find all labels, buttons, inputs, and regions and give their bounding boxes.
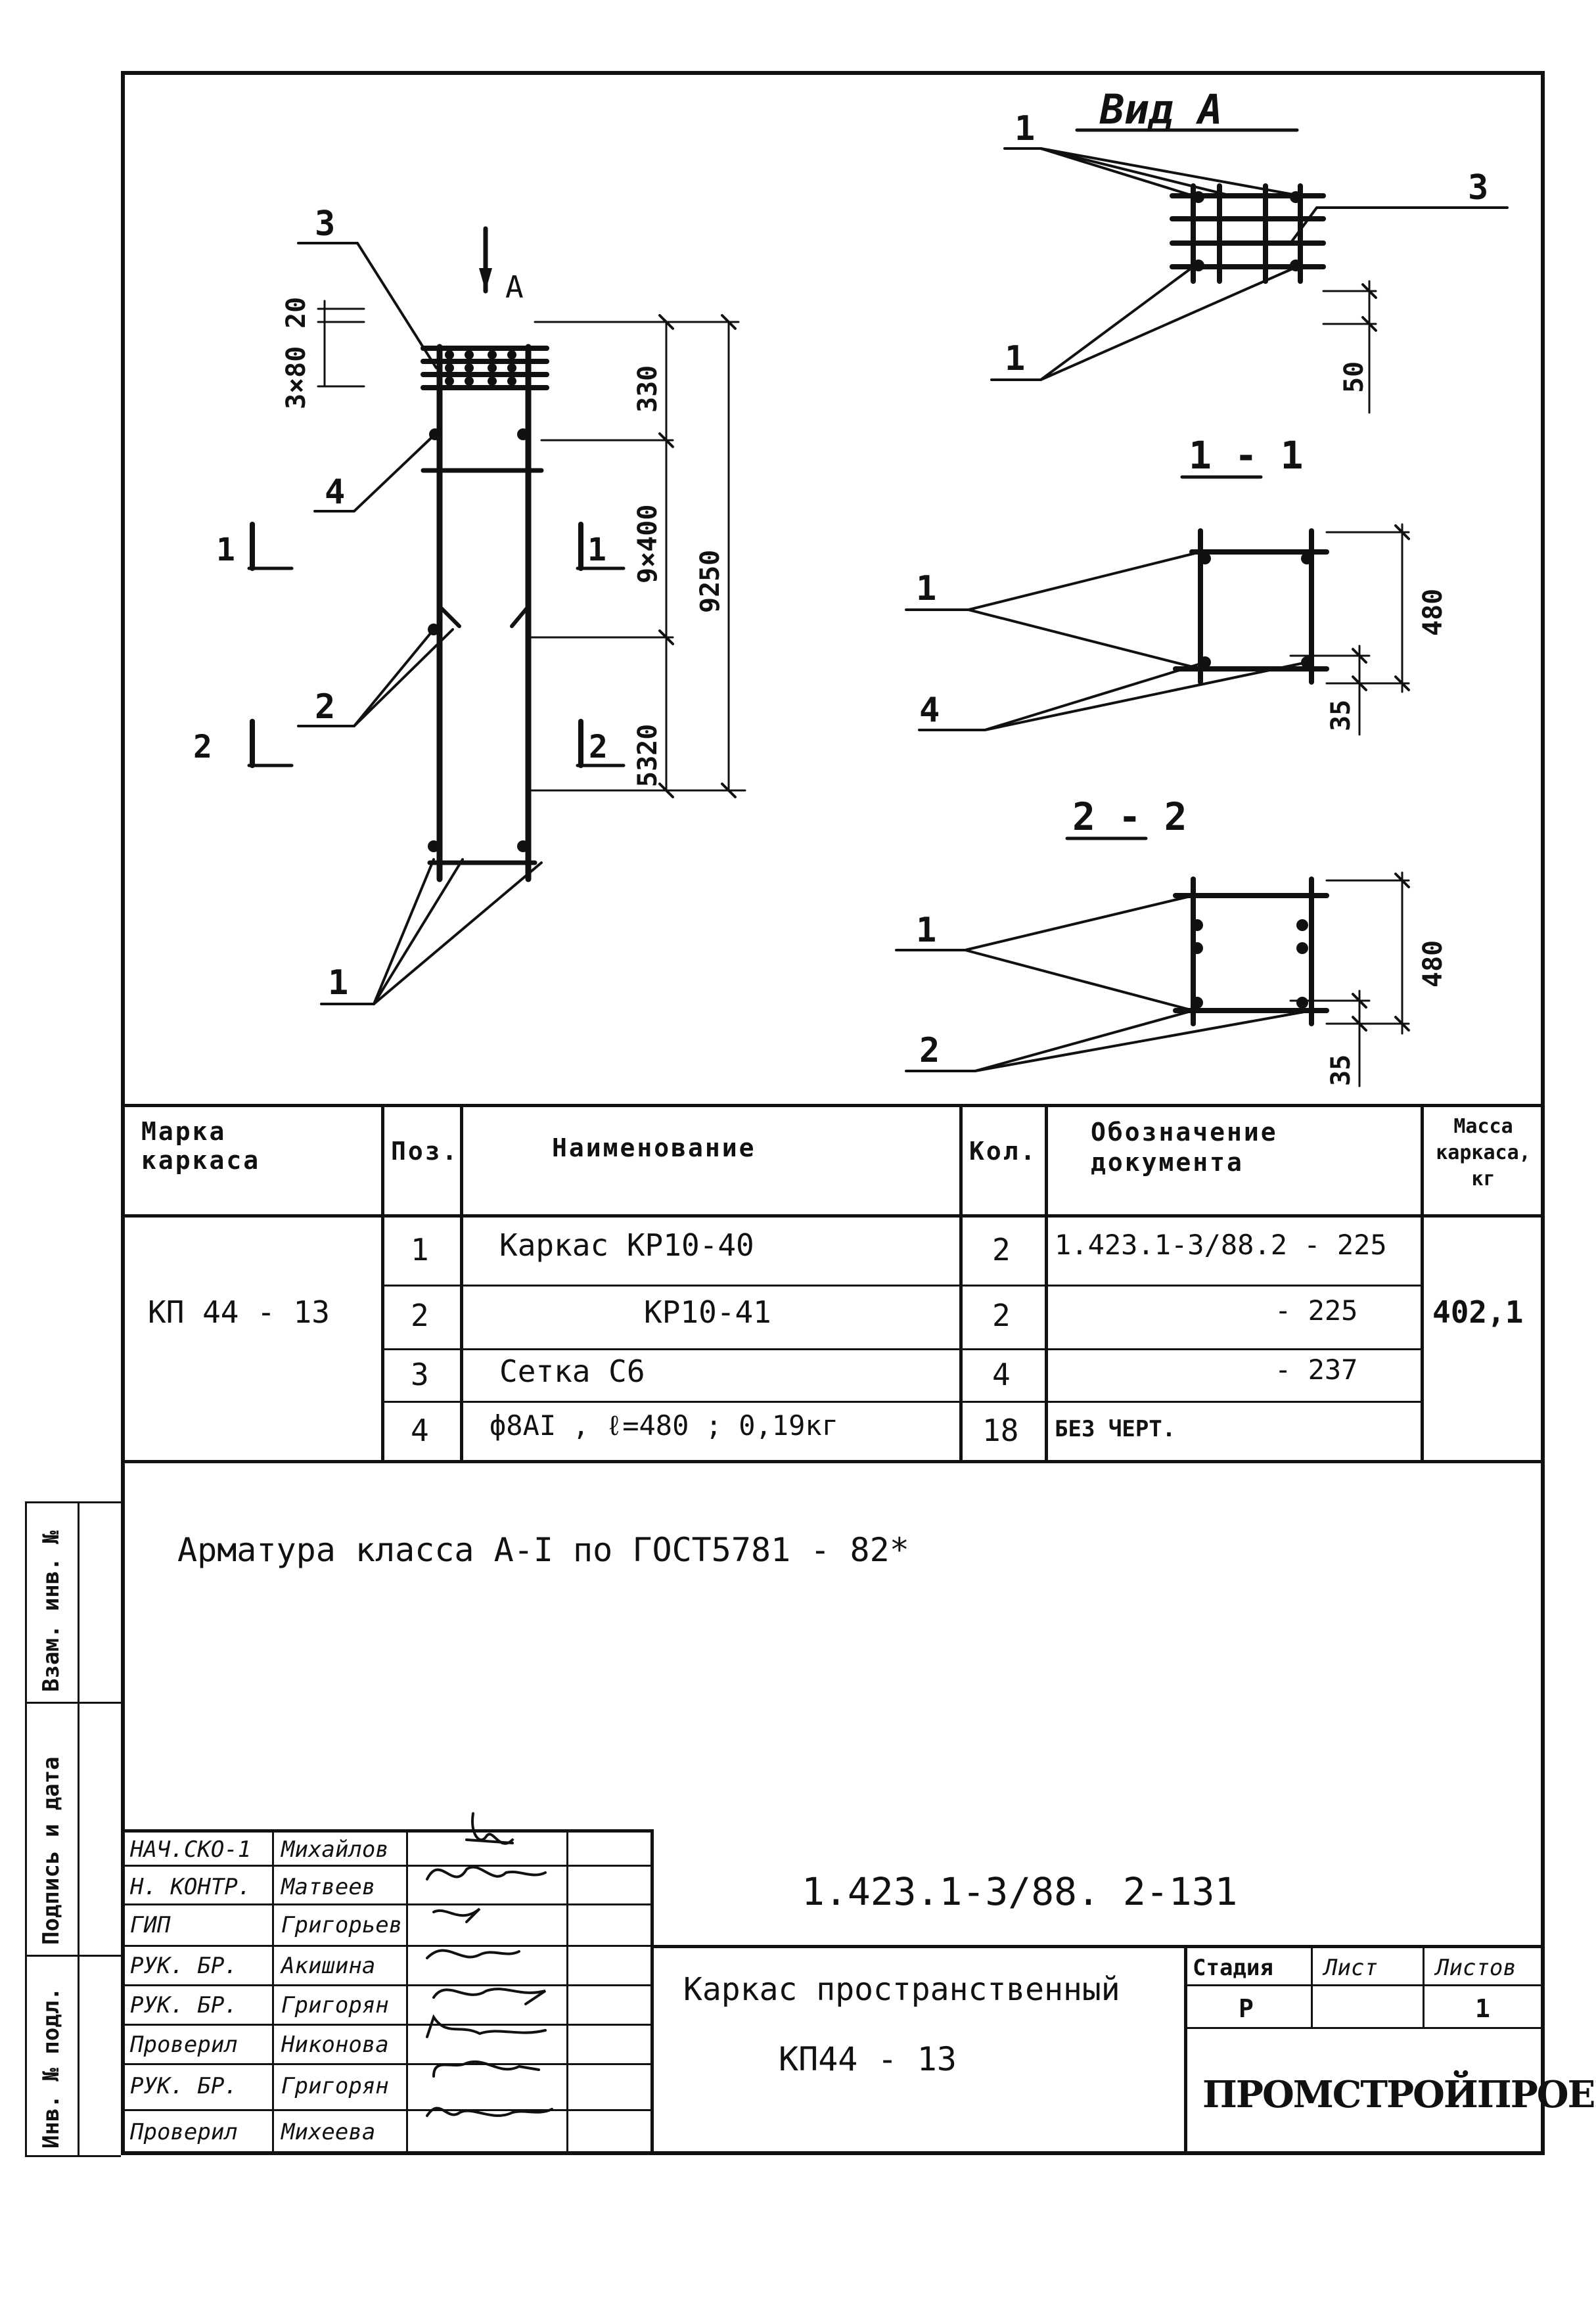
signer-role-3: ГИП: [130, 1912, 171, 1938]
row1-doc: 1.423.1-3/88.2 - 225: [1055, 1229, 1387, 1261]
callout-1-view-b: 1: [1005, 339, 1025, 378]
callout-3-view: 3: [1468, 168, 1488, 208]
signer-name-5: Григорян: [281, 1992, 389, 2018]
signer-role-7: РУК. БР.: [130, 2073, 238, 2099]
signer-name-4: Акишина: [281, 1953, 376, 1979]
row2-doc: - 225: [1275, 1294, 1358, 1327]
row4-name: ф8АI , ℓ=480 ; 0,19кг: [490, 1409, 838, 1442]
row3-pos: 3: [411, 1357, 429, 1392]
dim-480-b: 480: [1418, 940, 1448, 988]
dim-480-a: 480: [1418, 589, 1448, 636]
signer-role-2: Н. КОНТР.: [130, 1874, 252, 1900]
section-mark-2-left: 2: [193, 729, 212, 765]
section-1-title: 1 - 1: [1189, 433, 1304, 478]
callout-1-sec1: 1: [916, 569, 936, 608]
dim-5320: 5320: [633, 724, 663, 787]
hdr-doc: Обозначение документа: [1091, 1118, 1278, 1177]
row2-pos: 2: [411, 1298, 429, 1333]
sheet-label: Лист: [1324, 1955, 1378, 1981]
row2-qty: 2: [992, 1298, 1011, 1333]
view-a-title: Вид А: [1099, 85, 1223, 133]
doc-code: 1.423.1-3/88. 2-131: [802, 1869, 1238, 1914]
dim-35-a: 35: [1326, 700, 1356, 731]
stage-value: Р: [1239, 1994, 1254, 2023]
dim-9x400: 9×400: [633, 505, 663, 583]
hdr-qty: Кол.: [969, 1137, 1037, 1166]
signer-name-3: Григорьев: [281, 1912, 403, 1938]
sheets-value: 1: [1475, 1994, 1490, 2023]
dim-9250: 9250: [695, 550, 725, 613]
row2-name: КР10-41: [644, 1294, 771, 1330]
mark-value: КП 44 - 13: [148, 1294, 330, 1330]
stamp-inv-no: Инв. № подл.: [38, 1987, 64, 2149]
row4-qty: 18: [982, 1413, 1019, 1448]
callout-3-main: 3: [315, 204, 335, 244]
drawing-area: Вид А 1 - 1 2 - 2 А 3 4 2 1 1 1 2 2 1 3 …: [193, 85, 1509, 1087]
row1-name: Каркас КР10-40: [499, 1227, 754, 1263]
title-line-1: Каркас пространственный: [683, 1971, 1120, 2008]
callout-1-main: 1: [328, 963, 348, 1003]
hdr-name: Наименование: [552, 1133, 756, 1162]
signer-role-6: Проверил: [130, 2032, 238, 2058]
section-mark-1-right: 1: [587, 532, 606, 568]
stage-label: Стадия: [1193, 1955, 1273, 1981]
dim-330: 330: [633, 365, 663, 413]
dim-20: 20: [281, 297, 311, 329]
signer-name-8: Михеева: [281, 2119, 376, 2145]
section-mark-2-right: 2: [589, 729, 608, 765]
hdr-pos: Поз.: [391, 1137, 459, 1166]
signer-role-1: НАЧ.СКО-1: [130, 1836, 252, 1863]
signer-name-2: Матвеев: [281, 1874, 376, 1900]
callout-2-main: 2: [315, 687, 335, 727]
callout-1-view: 1: [1015, 109, 1035, 148]
hdr-mass: Масса каркаса, кг: [1436, 1115, 1531, 1191]
sheets-label: Листов: [1436, 1955, 1516, 1981]
material-note: Арматура класса А-I по ГОСТ5781 - 82*: [177, 1531, 909, 1569]
row1-pos: 1: [411, 1232, 429, 1267]
mass-value: 402,1: [1432, 1294, 1524, 1330]
title-line-2: КП44 - 13: [779, 2040, 957, 2078]
signatures: [426, 1812, 553, 2117]
arrow-a-label: А: [505, 269, 524, 305]
row3-qty: 4: [992, 1357, 1011, 1392]
hdr-mark: Марка каркаса: [141, 1117, 261, 1175]
signer-name-6: Никонова: [281, 2032, 389, 2058]
row3-doc: - 237: [1275, 1354, 1358, 1386]
signer-role-5: РУК. БР.: [130, 1992, 238, 2018]
row1-qty: 2: [992, 1232, 1011, 1267]
dim-35-b: 35: [1326, 1055, 1356, 1086]
callout-4-main: 4: [325, 472, 345, 512]
stamp-replace-inv: Взам. инв. №: [38, 1530, 64, 1692]
section-mark-1-left: 1: [216, 532, 235, 568]
row4-pos: 4: [411, 1413, 429, 1448]
dim-3x80: 3×80: [281, 346, 311, 409]
callout-2-sec2: 2: [919, 1031, 940, 1070]
drawing-frame: [121, 71, 1545, 2155]
signer-name-7: Григорян: [281, 2073, 389, 2099]
row3-name: Сетка С6: [499, 1354, 645, 1389]
callout-1-sec2: 1: [916, 911, 936, 950]
row4-doc: БЕЗ ЧЕРТ.: [1055, 1416, 1176, 1442]
signer-name-1: Михайлов: [281, 1836, 389, 1863]
org-logo: ПРОМСТРОЙПРОЕКТ: [1202, 2073, 1596, 2116]
stamp-signature-date: Подпись и дата: [38, 1756, 64, 1945]
callout-4-sec1: 4: [919, 691, 940, 730]
signer-role-4: РУК. БР.: [130, 1953, 238, 1979]
dim-50: 50: [1339, 361, 1369, 393]
signer-role-8: Проверил: [130, 2119, 238, 2145]
section-2-title: 2 - 2: [1072, 794, 1187, 839]
